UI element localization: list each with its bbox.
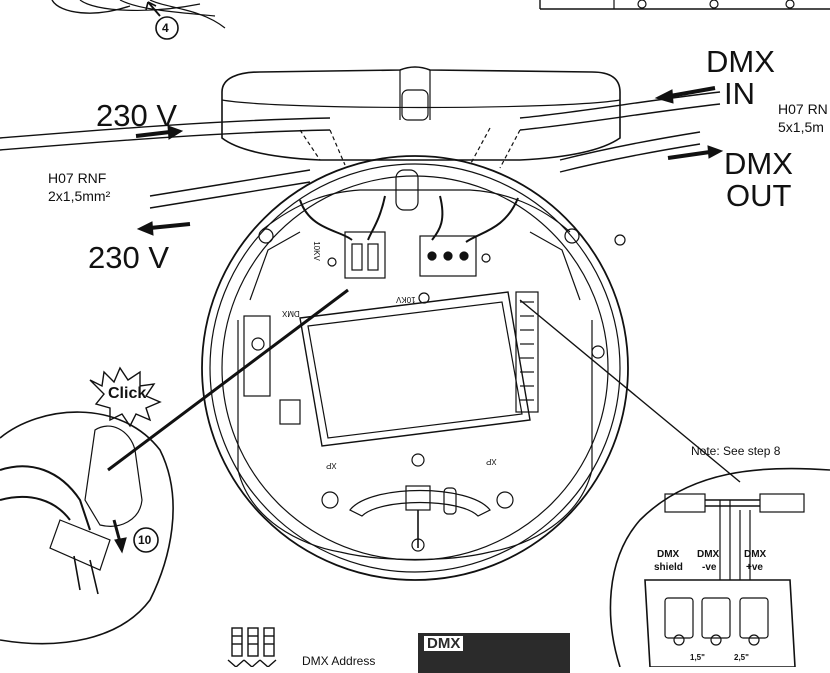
terminal-blocks bbox=[299, 169, 519, 304]
luminaire-body bbox=[201, 155, 629, 581]
step-4-circle bbox=[155, 16, 179, 40]
pcb-marking-xp-a: XP bbox=[326, 461, 337, 470]
dmx-out-label-line1: DMX bbox=[724, 146, 793, 181]
pcb-marking-10kv-a: 10KV bbox=[311, 241, 321, 261]
top-cable-fragment bbox=[51, 0, 226, 29]
dmx-shield-label-2: shield bbox=[654, 562, 683, 573]
cable-spec-left-1: H07 RNF bbox=[48, 170, 107, 186]
note-label: Note: See step 8 bbox=[691, 444, 781, 458]
voltage-label-top: 230 V bbox=[96, 98, 178, 133]
cable-spec-left-2: 2x1,5mm² bbox=[48, 188, 111, 204]
pcb-marking-10kv-b: 10KV bbox=[396, 295, 416, 304]
step-10-label: 10 bbox=[138, 533, 152, 547]
driver-board bbox=[243, 291, 539, 447]
dmx-shield-label-1: DMX bbox=[657, 549, 680, 560]
cable-spec-right-2: 5x1,5m bbox=[778, 119, 824, 135]
dmx-out-label-line2: OUT bbox=[726, 178, 792, 213]
dip-switch-icon bbox=[227, 627, 277, 667]
leader-left bbox=[107, 288, 349, 472]
dmx-badge-text: DMX bbox=[424, 636, 464, 651]
detail-click-circle bbox=[0, 366, 174, 645]
leader-right bbox=[519, 299, 741, 483]
dmx-in-label-line1: DMX bbox=[706, 44, 775, 79]
junction-cover bbox=[221, 66, 621, 161]
mounting-holes bbox=[251, 228, 626, 552]
wire-gauge-a: 1,5" bbox=[690, 653, 705, 662]
dmx-negative-label-2: -ve bbox=[702, 562, 717, 573]
detail-dmx-circle bbox=[609, 467, 830, 667]
direction-arrows bbox=[135, 86, 724, 236]
bottom-bracket bbox=[349, 485, 491, 548]
click-label: Click bbox=[108, 385, 147, 402]
pcb-marking-dmx: DMX bbox=[282, 309, 300, 318]
table-fragment bbox=[539, 0, 830, 10]
dmx-in-label-line2: IN bbox=[724, 76, 755, 111]
voltage-label-bottom: 230 V bbox=[88, 240, 170, 275]
dmx-address-label: DMX Address bbox=[302, 654, 376, 668]
pcb-marking-xp-b: XP bbox=[486, 457, 497, 466]
wire-gauge-b: 2,5" bbox=[734, 653, 749, 662]
dmx-positive-label-2: +ve bbox=[746, 562, 763, 573]
dmx-negative-label-1: DMX bbox=[697, 549, 720, 560]
dmx-positive-label-1: DMX bbox=[744, 549, 767, 560]
step-10-circle bbox=[133, 527, 159, 553]
cable-spec-right-1: H07 RN bbox=[778, 101, 828, 117]
dmx-address-badge: DMX bbox=[418, 633, 570, 673]
step-4-label: 4 bbox=[162, 21, 169, 35]
cables bbox=[0, 91, 721, 209]
